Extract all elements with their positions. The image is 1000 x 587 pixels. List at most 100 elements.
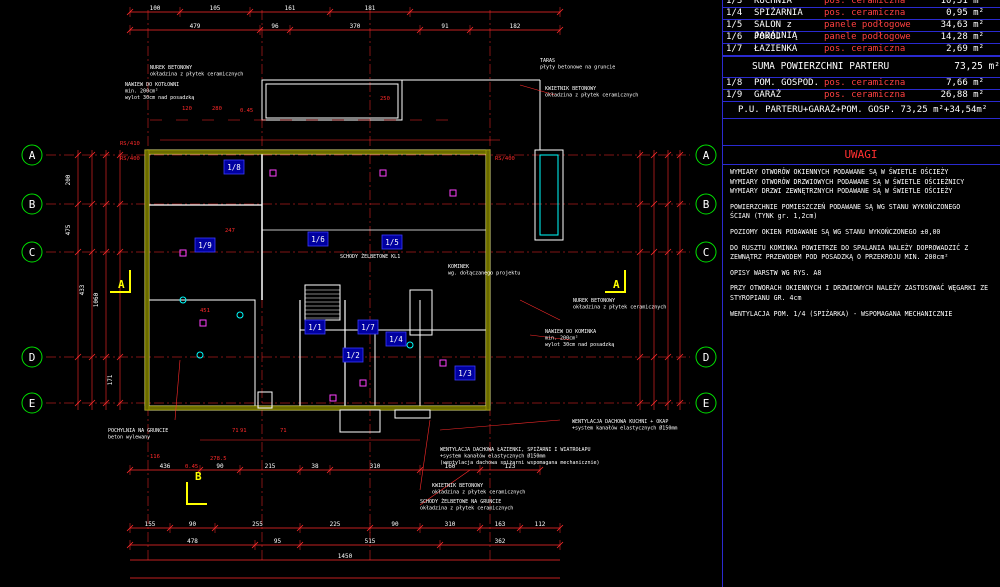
plan-dim: 280: [212, 106, 222, 112]
dim-right-tick: [636, 200, 644, 208]
dim-right-tick: [650, 151, 658, 159]
dim-right-tick: [636, 151, 644, 159]
dim-bot1-value: 160: [445, 463, 456, 470]
dim-top1-value: 161: [285, 5, 296, 12]
dim-left-value: 200: [65, 174, 72, 185]
axis-label-left: A: [29, 149, 36, 162]
room-no: 1/6: [726, 32, 743, 42]
annotation-went-lazienki: +system kanałów elastycznych Ø150mm: [440, 453, 545, 460]
dim-left-tick: [88, 151, 96, 159]
room-number: 1/3: [458, 369, 472, 378]
pillar-right: [534, 149, 564, 241]
door-symbol: [379, 169, 387, 177]
axis-label-right: A: [703, 149, 710, 162]
note-item: POZIOMY OKIEN PODAWANE SĄ WG STANU WYKOŃ…: [730, 227, 941, 236]
room-name: ŁAZIENKA: [754, 44, 798, 54]
fixture: [257, 391, 273, 409]
annotation-taras: TARAS: [540, 58, 555, 64]
plan-dim: RS/410: [120, 141, 140, 147]
step: [394, 409, 431, 419]
section-arrow: [110, 270, 131, 293]
cyan-symbol: [236, 311, 244, 319]
axis-bubble-right: [695, 346, 717, 368]
dim-right-tick: [636, 399, 644, 407]
annotation-kwietnik-bottom: KWIETNIK BETONOWY: [432, 483, 483, 489]
door-symbol: [359, 379, 367, 387]
annotation-taras: płyty betonowe na gruncie: [540, 65, 615, 71]
note-item: WENTYLACJA POM. 1/4 (SPIŻARKA) - WSPOMAG…: [730, 309, 953, 318]
plan-dim: 451: [200, 308, 210, 314]
axis-label-right: B: [703, 198, 710, 211]
dim-right-tick: [664, 200, 672, 208]
sum-row: SUMA POWIERZCHNI PARTERU 73,25 m²: [722, 56, 1000, 78]
plan-dim: RS/400: [495, 156, 515, 162]
room-number: 1/7: [361, 323, 375, 332]
room-finish: pos. ceramiczna: [824, 90, 906, 100]
hatched-wall: [144, 405, 491, 411]
plan-dim: 120: [182, 106, 192, 112]
dim-left-tick: [74, 200, 82, 208]
dim-top2-value: 182: [510, 23, 521, 30]
sum-label: SUMA POWIERZCHNI PARTERU: [752, 61, 890, 72]
notes-list: WYMIARY OTWORÓW OKIENNYCH PODAWANE SĄ W …: [730, 168, 992, 325]
dim-right-tick: [676, 151, 684, 159]
room-name: POKÓJ: [754, 32, 782, 42]
room-number: 1/6: [311, 235, 325, 244]
door-symbol: [329, 394, 337, 402]
dim-top2-value: 96: [271, 23, 279, 30]
room-area: 0,95 m²: [946, 8, 984, 18]
plan-dim: 91: [240, 428, 247, 434]
axis-label-left: B: [29, 198, 36, 211]
dim-bot2-value: 255: [252, 521, 263, 528]
room-name: KUCHNIA: [754, 0, 792, 6]
room-name: SALON z JADALNIĄ: [754, 20, 798, 41]
room-no: 1/5: [726, 20, 743, 30]
dim-left-value: 475: [65, 224, 72, 235]
axis-label-right: C: [703, 246, 710, 259]
annotation-nurek-right: NUREK BETONOWY: [573, 298, 615, 304]
leader-line: [174, 359, 181, 421]
axis-bubble-right: [695, 392, 717, 414]
wall-inner: [148, 153, 487, 407]
room-finish: panele podłogowe: [824, 20, 911, 30]
door-symbol: [439, 359, 447, 367]
room-finish: panele podłogowe: [824, 32, 911, 42]
cyan-symbol: [179, 296, 187, 304]
dim-bot2-value: 112: [535, 521, 546, 528]
dim-right-tick: [664, 248, 672, 256]
dim-top1-value: 181: [365, 5, 376, 12]
room-no: 1/9: [726, 90, 743, 100]
dim-bot1-value: 123: [505, 463, 516, 470]
hatched-wall: [144, 149, 150, 411]
room-number: 1/4: [389, 335, 403, 344]
terrace-inner: [265, 83, 399, 119]
plan-dim: 250: [380, 96, 390, 102]
dim-bot2-value: 163: [495, 521, 506, 528]
annotation-went-lazienki: (wentylacja dachowa spiżarni wspomagana …: [440, 460, 600, 466]
dim-right-tick: [636, 248, 644, 256]
room-finish: pos. ceramiczna: [824, 0, 906, 6]
axis-bubble-left: [21, 392, 43, 414]
dim-bot3-value: 95: [274, 538, 282, 545]
annotation-nawiew-kominka: wylot 30cm nad posadzką: [545, 342, 614, 348]
room-area: 2,69 m²: [946, 44, 984, 54]
dim-bot1-value: 38: [311, 463, 319, 470]
axis-bubble-left: [21, 193, 43, 215]
dim-right-tick: [664, 399, 672, 407]
room-area: 34,63 m²: [940, 20, 984, 30]
annotation-nurek-right: okładzina z płytek ceramicznych: [573, 305, 666, 311]
dim-right-tick: [676, 353, 684, 361]
dim-top1-value: 105: [210, 5, 221, 12]
dim-left-tick: [102, 248, 110, 256]
dim-left-value: 171: [107, 374, 114, 385]
room-number: 1/2: [346, 351, 360, 360]
axis-label-left: C: [29, 246, 36, 259]
annotation-went-kuchni: WENTYLACJA DACHOWA KUCHNI + OKAP: [572, 419, 668, 425]
section-label: A: [118, 278, 125, 291]
dim-left-tick: [74, 399, 82, 407]
axis-label-right: E: [703, 397, 710, 410]
